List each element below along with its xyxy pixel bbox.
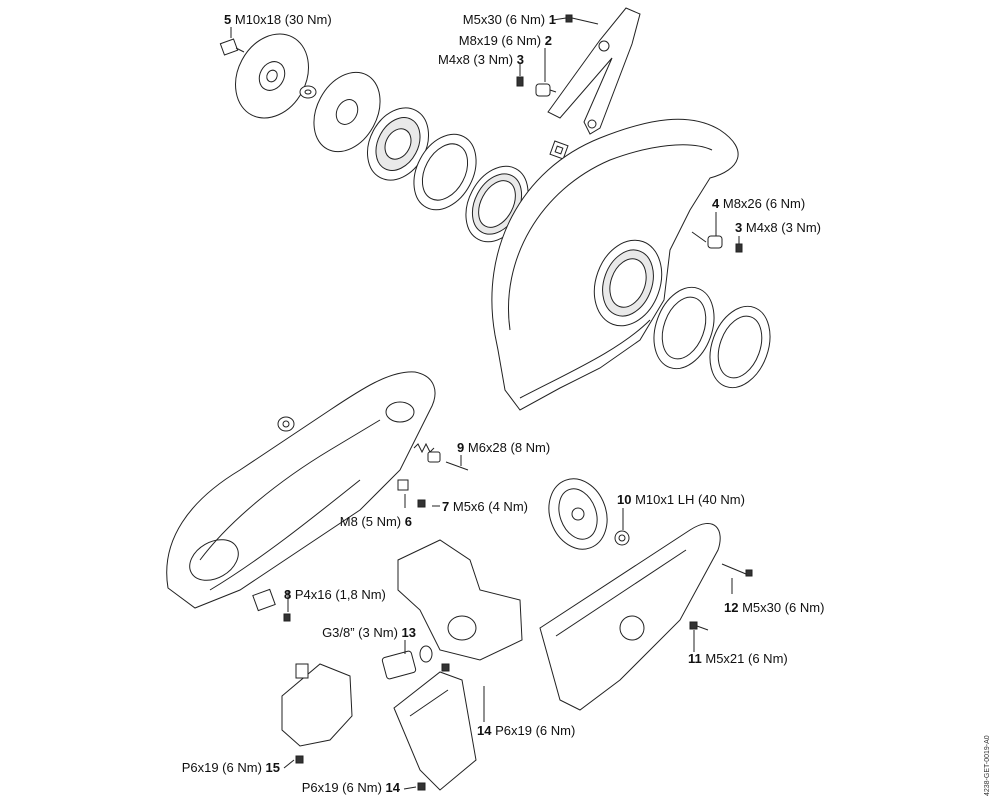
callout-14-upper-number: 14 bbox=[477, 723, 492, 738]
callout-15-spec: P6x19 (6 Nm) bbox=[181, 760, 262, 775]
screw-11 bbox=[690, 622, 708, 630]
callout-10-spec: M10x1 LH (40 Nm) bbox=[635, 492, 745, 507]
callout-6-spec: M8 (5 Nm) bbox=[339, 514, 402, 529]
callout-14-lower: P6x19 (6 Nm) 14 bbox=[270, 780, 400, 795]
spacer-ring-4 bbox=[699, 298, 780, 396]
cutter-arm bbox=[167, 372, 435, 608]
callout-9: 9 M6x28 (8 Nm) bbox=[457, 440, 550, 455]
arm-nut bbox=[278, 417, 294, 431]
callout-13-number: 13 bbox=[401, 625, 416, 640]
callout-11-spec: M5x21 (6 Nm) bbox=[705, 651, 788, 666]
callout-12: 12 M5x30 (6 Nm) bbox=[724, 600, 824, 615]
callout-5-spec: M10x18 (30 Nm) bbox=[234, 12, 332, 27]
support-bracket bbox=[398, 540, 522, 660]
callout-7: 7 M5x6 (4 Nm) bbox=[442, 499, 528, 514]
guard-bearing-ring bbox=[583, 231, 673, 336]
callout-13-spec: G3/8” (3 Nm) bbox=[322, 625, 398, 640]
v-belt-pulley bbox=[539, 471, 616, 558]
document-id: 4238-GET-0019-A0 bbox=[984, 735, 991, 796]
callout-13: G3/8” (3 Nm) 13 bbox=[300, 625, 416, 640]
callout-7-spec: M5x6 (4 Nm) bbox=[452, 499, 528, 514]
callout-14-lower-spec: P6x19 (6 Nm) bbox=[301, 780, 382, 795]
callout-7-number: 7 bbox=[442, 499, 450, 514]
callout-3-right-number: 3 bbox=[735, 220, 743, 235]
callout-2-spec: M8x19 (6 Nm) bbox=[458, 33, 542, 48]
callout-8-spec: P4x16 (1,8 Nm) bbox=[294, 587, 386, 602]
callout-10: 10 M10x1 LH (40 Nm) bbox=[617, 492, 745, 507]
callout-12-number: 12 bbox=[724, 600, 739, 615]
spring-and-bolt-9 bbox=[414, 444, 468, 470]
guard-bolt-4 bbox=[692, 232, 722, 248]
clip-8 bbox=[253, 589, 290, 621]
callout-3-top: M4x8 (3 Nm) 3 bbox=[410, 52, 524, 67]
callout-2: M8x19 (6 Nm) 2 bbox=[430, 33, 552, 48]
callout-14-lower-number: 14 bbox=[385, 780, 400, 795]
callout-3-right: 3 M4x8 (3 Nm) bbox=[735, 220, 821, 235]
lever-screw-2 bbox=[536, 84, 556, 96]
callout-14-upper: 14 P6x19 (6 Nm) bbox=[477, 723, 575, 738]
flange-bolt-5 bbox=[220, 39, 244, 55]
callout-12-spec: M5x30 (6 Nm) bbox=[742, 600, 825, 615]
water-fitting-13 bbox=[382, 646, 432, 680]
screw-6 bbox=[398, 480, 408, 490]
callout-1-spec: M5x30 (6 Nm) bbox=[462, 12, 546, 27]
leader-lines bbox=[231, 18, 739, 789]
guard-screw-3 bbox=[736, 244, 742, 252]
callout-10-number: 10 bbox=[617, 492, 632, 507]
callout-1: M5x30 (6 Nm) 1 bbox=[430, 12, 556, 27]
callout-4-number: 4 bbox=[712, 196, 720, 211]
callout-15: P6x19 (6 Nm) 15 bbox=[150, 760, 280, 775]
thrust-washer-large bbox=[221, 21, 322, 131]
lever-screw-3 bbox=[517, 77, 523, 86]
square-nut bbox=[550, 141, 568, 159]
callout-14-upper-spec: P6x19 (6 Nm) bbox=[495, 723, 576, 738]
screw-7 bbox=[418, 500, 425, 507]
screw-12 bbox=[722, 564, 752, 576]
belt-guard bbox=[540, 523, 720, 710]
screw-14-upper bbox=[442, 664, 449, 671]
lever-screw-1 bbox=[566, 15, 598, 24]
callout-11: 11 M5x21 (6 Nm) bbox=[688, 651, 788, 666]
callout-5-number: 5 bbox=[224, 12, 232, 27]
clamp-housing bbox=[282, 664, 352, 746]
spacer-ring-1 bbox=[401, 124, 488, 221]
small-nut bbox=[300, 86, 316, 98]
callout-9-spec: M6x28 (8 Nm) bbox=[467, 440, 551, 455]
callout-6-number: 6 bbox=[404, 514, 412, 529]
callout-6: M8 (5 Nm) 6 bbox=[300, 514, 412, 529]
callout-11-number: 11 bbox=[688, 651, 702, 666]
callout-2-number: 2 bbox=[544, 33, 552, 48]
adjusting-lever bbox=[548, 8, 640, 134]
pulley-nut-10 bbox=[615, 531, 629, 545]
callout-8-number: 8 bbox=[284, 587, 292, 602]
callout-8: 8 P4x16 (1,8 Nm) bbox=[284, 587, 386, 602]
callout-4: 4 M8x26 (6 Nm) bbox=[712, 196, 805, 211]
callout-3-right-spec: M4x8 (3 Nm) bbox=[745, 220, 821, 235]
callout-3-top-spec: M4x8 (3 Nm) bbox=[438, 52, 514, 67]
bearing-flange bbox=[355, 97, 440, 190]
pressure-plate bbox=[301, 61, 393, 163]
spacer-ring-3 bbox=[643, 279, 724, 377]
callout-5: 5 M10x18 (30 Nm) bbox=[224, 12, 332, 27]
callout-9-number: 9 bbox=[457, 440, 465, 455]
screw-14-lower bbox=[418, 783, 425, 790]
callout-1-number: 1 bbox=[548, 12, 556, 27]
callout-4-spec: M8x26 (6 Nm) bbox=[722, 196, 806, 211]
screw-15 bbox=[296, 756, 303, 763]
callout-3-top-number: 3 bbox=[516, 52, 524, 67]
cover-plate bbox=[394, 672, 476, 790]
callout-15-number: 15 bbox=[265, 760, 280, 775]
